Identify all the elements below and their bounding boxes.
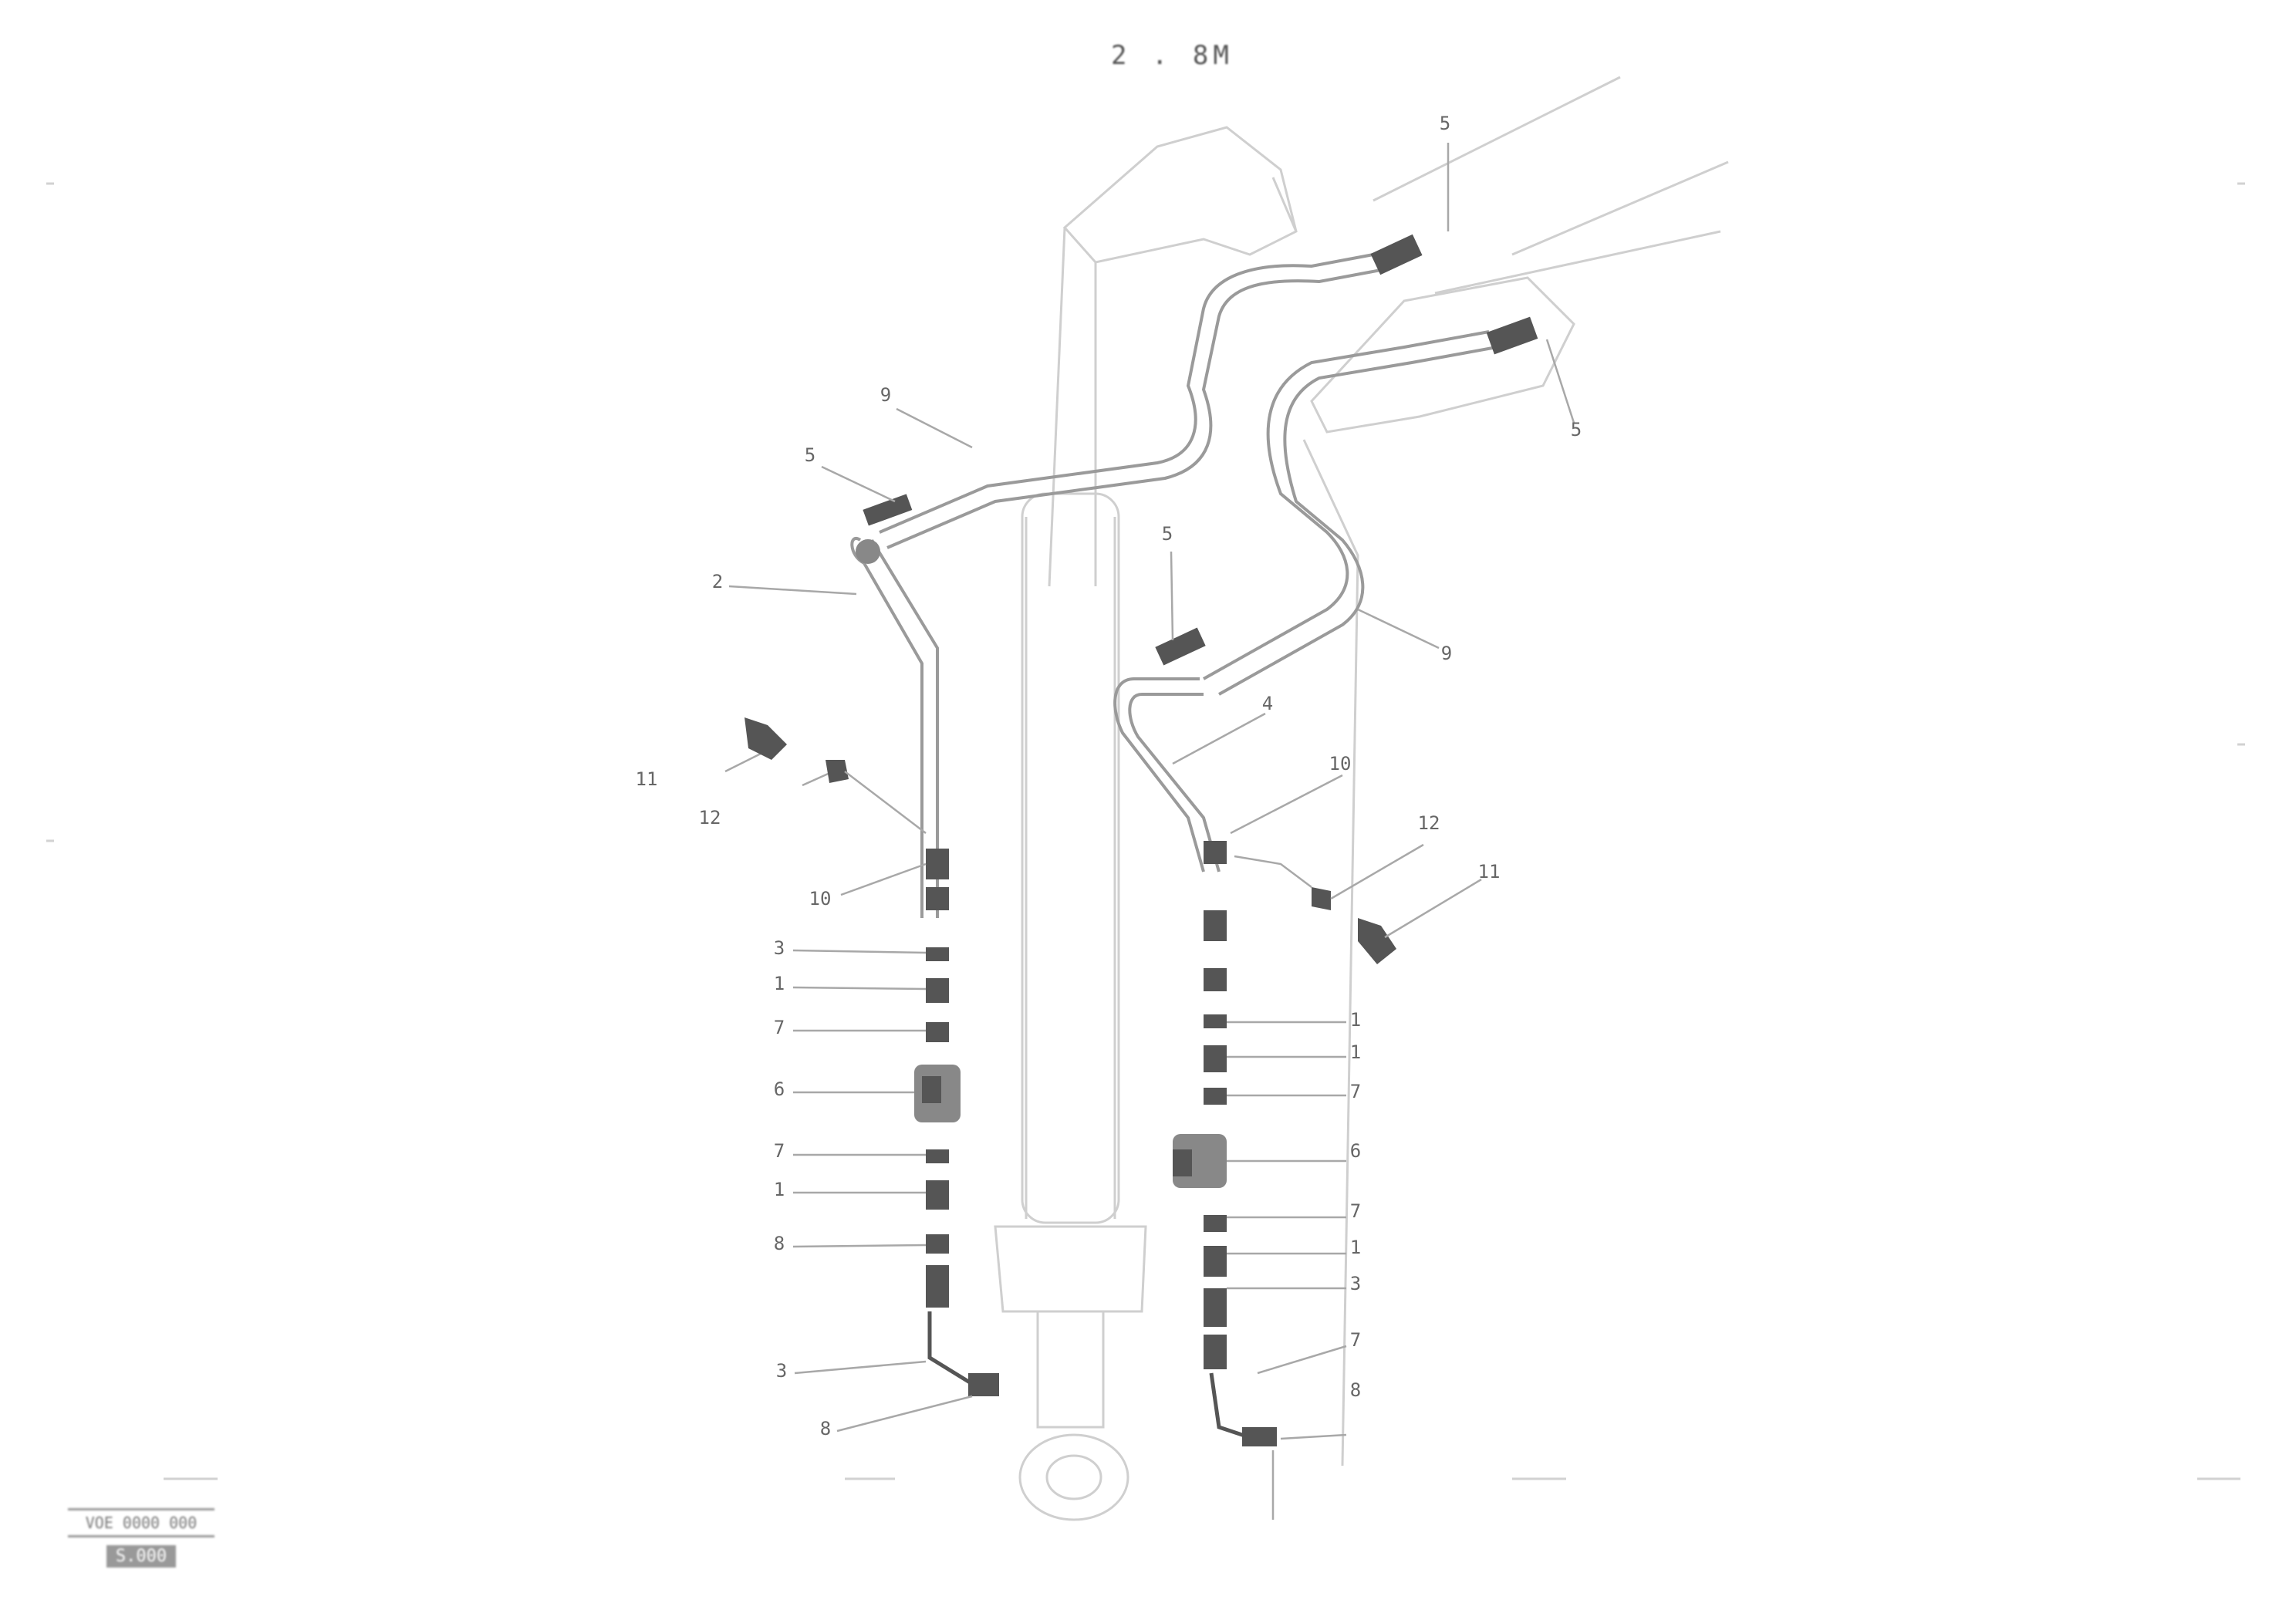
callout-label: 7 — [1350, 1081, 1361, 1102]
callout-label: 5 — [1440, 113, 1450, 134]
callout-label: 4 — [1262, 693, 1273, 714]
edge-marks — [46, 182, 2245, 1480]
pipe-left — [850, 234, 1423, 918]
fitting-stack-right — [1173, 774, 1482, 1520]
callout-label: 11 — [1478, 861, 1501, 883]
callout-label: 5 — [1571, 419, 1582, 440]
callout-label: 12 — [1418, 812, 1440, 834]
callout-label: 9 — [880, 384, 891, 406]
hydraulic-cylinder — [994, 492, 1147, 1521]
callout-label: 10 — [809, 888, 832, 910]
callout-label: 6 — [774, 1078, 785, 1100]
callout-label: 7 — [1350, 1329, 1361, 1351]
callout-label: 1 — [774, 1179, 785, 1200]
drawing-stamp: VOE 0000 000 S.000 — [68, 1508, 214, 1568]
callout-label: 6 — [1350, 1140, 1361, 1162]
fitting-stack-left — [724, 717, 999, 1396]
callout-label: 8 — [1350, 1379, 1361, 1401]
callout-label: 11 — [636, 768, 658, 790]
callout-label: 9 — [1441, 643, 1452, 664]
callout-label: 7 — [1350, 1200, 1361, 1222]
callout-label: 7 — [774, 1140, 785, 1162]
callout-label: 1 — [1350, 1237, 1361, 1258]
callout-label: 1 — [1350, 1009, 1361, 1031]
callout-label: 3 — [774, 937, 785, 959]
callout-label: 5 — [1162, 523, 1173, 545]
callout-label: 8 — [820, 1418, 831, 1439]
pipe-right — [1113, 316, 1538, 872]
callout-label: 10 — [1329, 753, 1352, 775]
callout-label: 2 — [712, 571, 723, 592]
callout-label: 8 — [774, 1233, 785, 1254]
callout-label: 1 — [1350, 1041, 1361, 1063]
callout-label: 3 — [1350, 1273, 1361, 1294]
stamp-line-1: VOE 0000 000 — [68, 1508, 214, 1537]
callout-leaders — [728, 143, 1575, 1440]
callout-label: 12 — [699, 807, 721, 829]
page-title: 2 . 8M — [1111, 40, 1234, 71]
callout-label: 3 — [776, 1360, 787, 1382]
boom-outline — [1048, 76, 1729, 1466]
callout-label: 5 — [805, 444, 815, 466]
callout-label: 1 — [774, 973, 785, 994]
stamp-line-2: S.000 — [106, 1545, 177, 1568]
callout-label: 7 — [774, 1017, 785, 1038]
